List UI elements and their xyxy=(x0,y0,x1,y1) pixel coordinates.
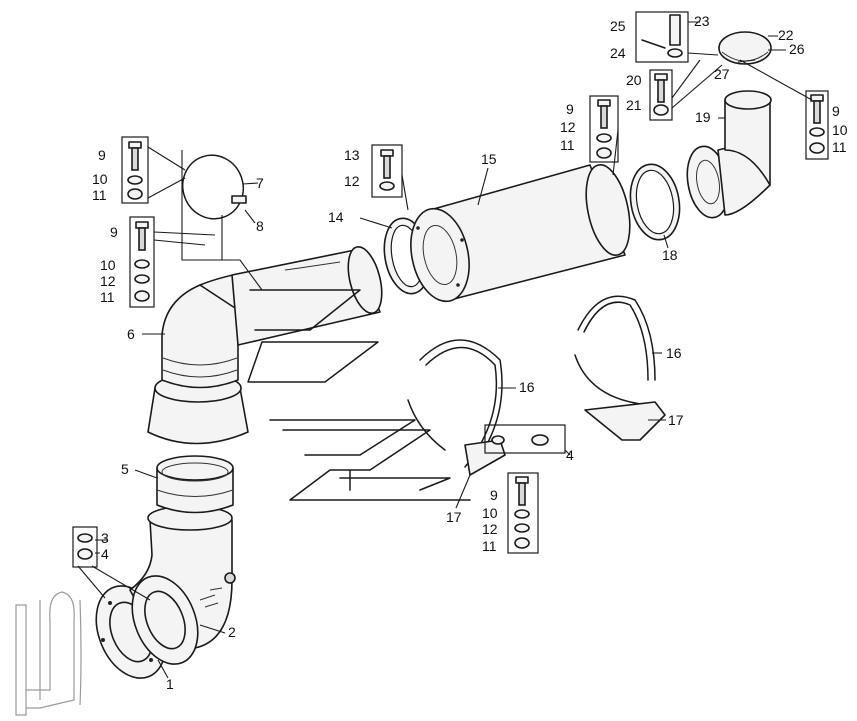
callout-3: 3 xyxy=(101,530,109,546)
outlet-elbow-6 xyxy=(147,269,276,445)
callout-16-left: 16 xyxy=(519,379,535,395)
callout-16-right: 16 xyxy=(666,345,682,361)
support-bracket-17-left xyxy=(464,439,506,476)
callout-17-left: 17 xyxy=(446,509,462,525)
callout-12-a: 12 xyxy=(100,273,116,289)
intermediate-pipe xyxy=(231,246,383,346)
callout-10-e: 10 xyxy=(482,505,498,521)
callout-26: 26 xyxy=(789,41,805,57)
callout-13: 13 xyxy=(344,147,360,163)
callout-11-a: 11 xyxy=(92,187,107,203)
callout-19: 19 xyxy=(695,109,711,125)
support-bracket-17-right xyxy=(584,401,666,441)
coupling-ring-5 xyxy=(156,455,234,514)
callout-9-e: 9 xyxy=(490,487,498,503)
callout-12-b: 12 xyxy=(344,173,360,189)
elbow-2 xyxy=(129,505,236,665)
gasket-18 xyxy=(629,163,681,241)
callout-4-left: 4 xyxy=(101,546,109,562)
muffler-15 xyxy=(410,164,631,303)
callout-21: 21 xyxy=(626,97,642,113)
callout-17-right: 17 xyxy=(668,412,684,428)
side-view-elbow-outline xyxy=(15,591,82,716)
callout-22: 22 xyxy=(778,27,794,43)
strap-16-left xyxy=(407,339,503,471)
callout-9-b: 9 xyxy=(110,224,118,240)
callout-10-a: 10 xyxy=(92,171,108,187)
callout-12-c: 12 xyxy=(560,119,576,135)
strap-16-right xyxy=(574,295,656,406)
pipe-ribbon-outline xyxy=(247,289,471,501)
callout-labels: 1 2 3 4 5 6 9 10 11 7 8 9 10 12 11 13 12… xyxy=(92,13,848,692)
callout-2: 2 xyxy=(228,624,236,640)
callout-4-mid: 4 xyxy=(566,447,574,463)
callout-5: 5 xyxy=(121,461,129,477)
callout-18: 18 xyxy=(662,247,678,263)
callout-24: 24 xyxy=(610,45,626,61)
callout-11-b: 11 xyxy=(100,289,115,305)
callout-9-c: 9 xyxy=(566,101,574,117)
callout-1: 1 xyxy=(166,676,174,692)
hardware-stacks xyxy=(72,11,829,568)
callout-8: 8 xyxy=(256,218,264,234)
callout-9-d: 9 xyxy=(832,103,840,119)
callout-15: 15 xyxy=(481,151,497,167)
callout-10-d: 10 xyxy=(832,122,848,138)
clamp-band-7 xyxy=(182,154,247,220)
callout-23: 23 xyxy=(694,13,710,29)
callout-25: 25 xyxy=(610,18,626,34)
rain-cap-22 xyxy=(718,31,772,65)
callout-10-b: 10 xyxy=(100,257,116,273)
callout-12-d: 12 xyxy=(482,521,498,537)
callout-11-d: 11 xyxy=(832,139,847,155)
callout-6: 6 xyxy=(127,326,135,342)
callout-7: 7 xyxy=(256,175,264,191)
callout-27: 27 xyxy=(714,66,730,82)
callout-20: 20 xyxy=(626,72,642,88)
callout-9-a: 9 xyxy=(98,147,106,163)
leader-lines xyxy=(77,21,813,679)
elbow-19 xyxy=(686,90,772,219)
callout-11-e: 11 xyxy=(482,538,497,554)
callout-14: 14 xyxy=(328,209,344,225)
callout-11-c: 11 xyxy=(560,137,575,153)
